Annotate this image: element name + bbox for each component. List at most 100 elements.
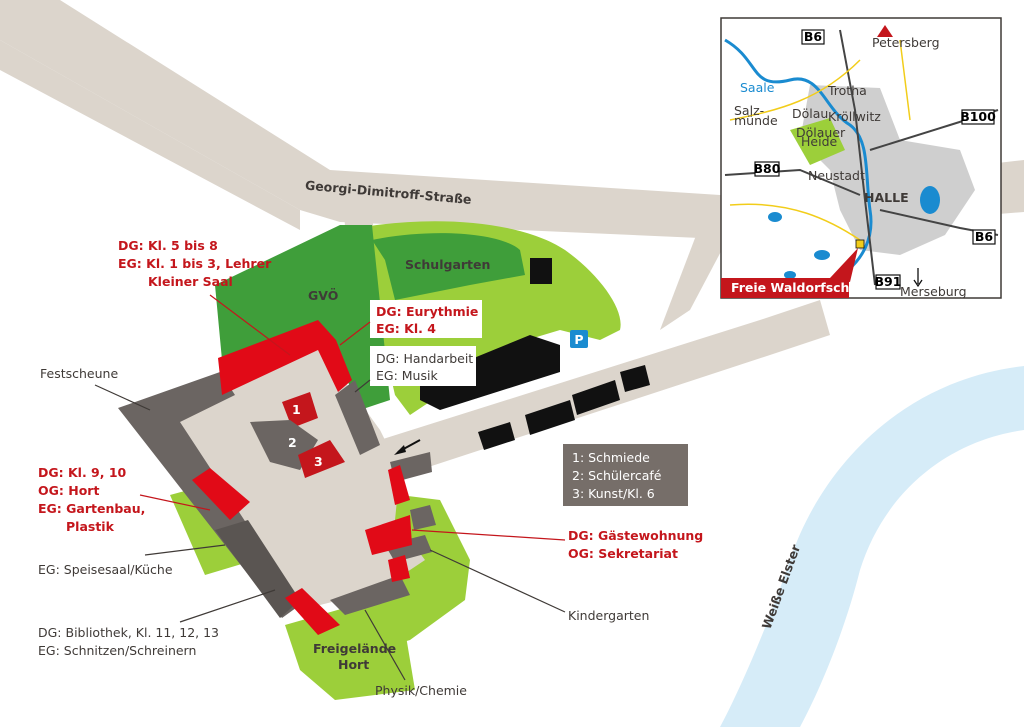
shield-b6-right	[972, 229, 996, 245]
schulgarten-label: Schulgarten	[405, 257, 490, 272]
callout-eurythmie: DG: Eurythmie EG: Kl. 4	[339, 300, 482, 346]
legend-item-2: 2: Schülercafé	[572, 468, 662, 483]
inset-doelauer-heide	[790, 118, 845, 165]
building-bibliothek	[285, 588, 340, 635]
building-physik	[330, 575, 410, 615]
shield-b80-label: B80	[754, 161, 781, 176]
label-dg-kl5: DG: Kl. 5 bis 8	[118, 238, 218, 253]
entrance-arrowhead	[394, 445, 406, 455]
building-handarbeit	[335, 380, 380, 455]
inset-saale	[724, 38, 873, 272]
parking-icon	[570, 330, 588, 348]
building-gaestewohnung	[365, 515, 412, 555]
building-speisesaal	[215, 520, 300, 618]
callout-gaeste: DG: Gästewohnung OG: Sekretariat	[411, 528, 703, 561]
inset-lake-3	[814, 250, 830, 260]
place-neustadt: Neustadt	[808, 168, 865, 183]
inset-map: B6 B100 B80 B6 B91 Petersberg Saale Trot…	[720, 17, 1002, 299]
banner-freie-waldorfschule	[721, 278, 849, 298]
river-weisse-elster	[720, 366, 1024, 727]
place-halle: HALLE	[864, 190, 909, 205]
label-eg-kl4: EG: Kl. 4	[376, 321, 436, 336]
inset-road-yellow-2	[729, 203, 861, 241]
building-east-red	[388, 465, 410, 505]
label-dg-handarbeit: DG: Handarbeit	[376, 351, 473, 366]
place-petersberg: Petersberg	[872, 35, 940, 50]
label-festscheune: Festscheune	[40, 366, 118, 381]
shield-b91	[875, 274, 901, 290]
marker-1: 1	[292, 402, 301, 417]
banner-pointer	[830, 248, 858, 282]
place-doelauer: Dölauer	[796, 125, 846, 140]
shield-b100-label: B100	[960, 109, 996, 124]
place-kroellwitz: Kröllwitz	[828, 109, 881, 124]
label-eg-gartenbau: EG: Gartenbau,	[38, 501, 145, 516]
inset-road-yellow-3	[899, 39, 911, 121]
building-gaestewohnung-dark	[410, 505, 436, 530]
schmiede-building	[282, 392, 318, 428]
place-salz: Salz-	[734, 103, 764, 118]
label-plastik: Plastik	[66, 519, 115, 534]
building-black-4	[525, 400, 575, 435]
merseburg-arrow-icon	[913, 268, 923, 288]
freigelaende-label: Freigelände	[313, 641, 396, 656]
inset-road-b80	[724, 168, 861, 196]
gvoe-label: GVÖ	[308, 288, 338, 303]
inset-road-yellow-1	[729, 59, 861, 121]
shield-b6-right-label: B6	[975, 229, 994, 244]
place-merseburg: Merseburg	[900, 284, 967, 299]
legend-item-3: 3: Kunst/Kl. 6	[572, 486, 655, 501]
callout-handarbeit: DG: Handarbeit EG: Musik	[354, 346, 476, 393]
building-kl9-10	[192, 468, 250, 520]
inset-road-b6	[839, 29, 876, 286]
schulgarten-inner	[372, 233, 525, 300]
callout-festscheune: Festscheune	[40, 366, 151, 411]
building-kindergarten	[385, 535, 432, 562]
place-saale: Saale	[740, 80, 775, 95]
label-og-hort: OG: Hort	[38, 483, 99, 498]
shield-b91-label: B91	[875, 274, 902, 289]
marker-3: 3	[314, 454, 323, 469]
road-diagonal	[660, 225, 735, 330]
building-black-5	[572, 380, 620, 415]
parking-label: P	[574, 332, 583, 347]
label-eg-kl1: EG: Kl. 1 bis 3, Lehrer	[118, 256, 272, 271]
shield-b100	[961, 109, 995, 125]
label-kleiner-saal: Kleiner Saal	[148, 274, 233, 289]
inset-lake-2	[768, 212, 782, 222]
shield-b6-top	[801, 29, 825, 45]
inset-lake-1	[920, 186, 940, 214]
shield-b6-top-label: B6	[804, 29, 823, 44]
road-west-arm	[0, 40, 300, 230]
building-black-6	[620, 365, 650, 392]
petersberg-triangle-icon	[877, 25, 893, 37]
callout-kindergarten: Kindergarten	[429, 549, 649, 623]
label-dg-gaeste: DG: Gästewohnung	[568, 528, 703, 543]
freigelaende-label-2: Hort	[338, 657, 369, 672]
place-heide: Heide	[801, 134, 837, 149]
school-location-marker	[855, 239, 865, 249]
label-dg-kl9: DG: Kl. 9, 10	[38, 465, 127, 480]
banner-label: Freie Waldorfschule	[731, 280, 871, 295]
label-eg-schnitzen: EG: Schnitzen/Schreinern	[38, 643, 196, 658]
inset-lake-4	[784, 271, 796, 279]
place-doelau: Dölau	[792, 106, 828, 121]
gvoe-area	[215, 225, 390, 410]
building-black-2	[420, 335, 560, 410]
label-physik: Physik/Chemie	[375, 683, 467, 698]
building-black-1	[530, 258, 552, 284]
callout-bibliothek: DG: Bibliothek, Kl. 11, 12, 13 EG: Schni…	[38, 589, 276, 658]
place-muende: münde	[734, 113, 778, 128]
label-og-sekretariat: OG: Sekretariat	[568, 546, 678, 561]
building-kl5-8	[218, 320, 352, 395]
road-georgi-dimitroff-strasse	[0, 0, 1024, 238]
legend-item-1: 1: Schmiede	[572, 450, 650, 465]
callout-kl9: DG: Kl. 9, 10 OG: Hort EG: Gartenbau, Pl…	[38, 465, 211, 534]
label-dg-bibliothek: DG: Bibliothek, Kl. 11, 12, 13	[38, 625, 219, 640]
label-kindergarten: Kindergarten	[568, 608, 649, 623]
callout-speisesaal: EG: Speisesaal/Küche	[38, 544, 226, 577]
kunst-building	[298, 440, 345, 478]
shield-b80	[754, 161, 780, 177]
